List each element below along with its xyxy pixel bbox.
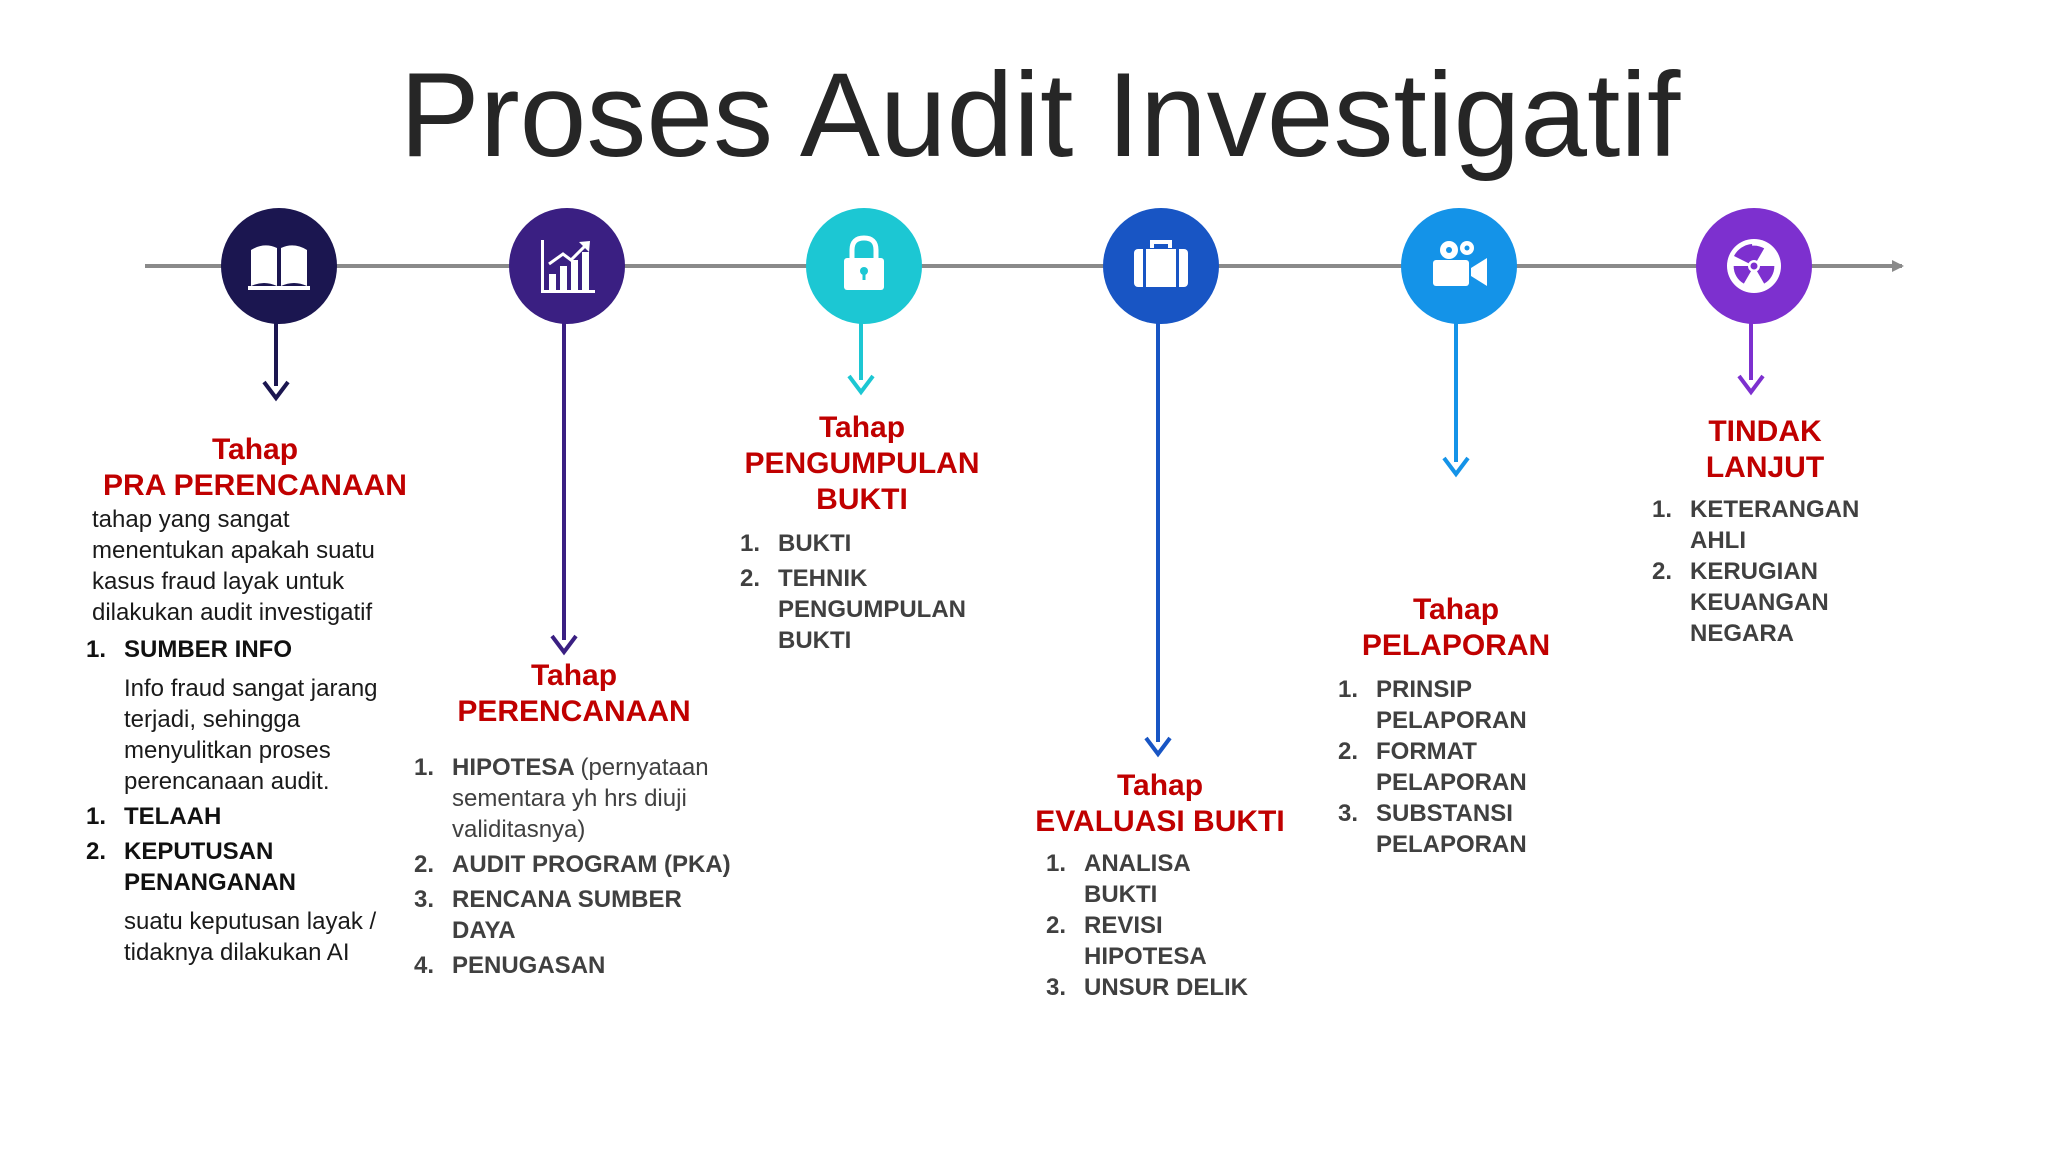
book-icon	[248, 245, 310, 290]
list-item: 1. BUKTI	[740, 530, 852, 557]
lock-icon	[844, 235, 884, 290]
stage-1-heading: Tahap PRA PERENCANAAN	[90, 432, 420, 504]
list-item: 2. FORMAT PELAPORAN	[1338, 736, 1598, 798]
list-item-detail: suatu keputusan layak / tidaknya dilakuk…	[124, 908, 377, 966]
arrowhead-stage-1	[262, 380, 290, 402]
list-item-label: SUMBER INFO	[124, 636, 292, 663]
list-item-label: AUDIT PROGRAM (PKA)	[452, 851, 731, 878]
list-item: 2. AUDIT PROGRAM (PKA)	[414, 851, 731, 878]
arrowhead-stage-3	[847, 374, 875, 396]
list-item: 1. PRINSIP PELAPORAN	[1338, 674, 1598, 736]
stage-2-list: 1. HIPOTESA (pernyataan sementara yh hrs…	[414, 752, 744, 981]
stage-6-heading-line2: LANJUT	[1705, 451, 1825, 484]
stage-2-heading-line2: PERENCANAAN	[457, 695, 691, 728]
list-item: 2. KERUGIAN KEUANGAN NEGARA	[1652, 556, 1912, 649]
page-title: Proses Audit Investigatif	[399, 48, 1681, 182]
stage-5-heading-line1: Tahap	[1412, 593, 1500, 626]
list-item-label: FORMAT PELAPORAN	[1376, 738, 1527, 796]
stage-3-heading-line2: PENGUMPULAN	[744, 447, 980, 480]
list-item-label: ANALISA BUKTI	[1084, 850, 1190, 908]
list-item: 1. KETERANGAN AHLI	[1652, 494, 1912, 556]
arrowhead-stage-6	[1737, 374, 1765, 396]
list-item: 3. UNSUR DELIK	[1046, 974, 1249, 1001]
list-item: 2. KEPUTUSAN PENANGANAN suatu keputusan …	[86, 836, 416, 968]
stage-1-description: tahap yang sangat menentukan apakah suat…	[92, 506, 375, 626]
list-item-label: UNSUR DELIK	[1084, 974, 1249, 1001]
stage-6-heading-line1: TINDAK	[1708, 415, 1822, 448]
stage-3-heading-line1: Tahap	[818, 411, 906, 444]
stage-5-heading: Tahap PELAPORAN	[1306, 592, 1606, 664]
briefcase-icon	[1134, 240, 1188, 287]
list-item: 3. SUBSTANSI PELAPORAN	[1338, 798, 1598, 860]
list-item: 1. ANALISA BUKTI	[1046, 848, 1306, 910]
list-item: 1. HIPOTESA (pernyataan sementara yh hrs…	[414, 754, 709, 843]
list-item: 1. TELAAH	[86, 803, 222, 830]
arrowhead-stage-5	[1442, 456, 1470, 478]
list-item: 4. PENUGASAN	[414, 952, 606, 979]
list-item-detail: Info fraud sangat jarang terjadi, sehing…	[124, 675, 378, 795]
list-item-label: RENCANA SUMBER DAYA	[452, 886, 682, 944]
list-item-label: PRINSIP PELAPORAN	[1376, 676, 1527, 734]
list-item-label: SUBSTANSI PELAPORAN	[1376, 800, 1527, 858]
list-item-label: REVISI HIPOTESA	[1084, 912, 1207, 970]
list-item: 1. SUMBER INFO Info fraud sangat jarang …	[86, 634, 416, 797]
stage-3-list: 1. BUKTI 2. TEHNIK PENGUMPULAN BUKTI	[740, 528, 1000, 656]
arrowhead-stage-2	[550, 634, 578, 656]
list-item-label: KEPUTUSAN PENANGANAN	[124, 838, 297, 896]
stage-2-heading: Tahap PERENCANAAN	[424, 658, 724, 730]
list-item: 3. RENCANA SUMBER DAYA	[414, 884, 744, 946]
list-item-label: TEHNIK PENGUMPULAN BUKTI	[778, 565, 967, 654]
list-item-label: BUKTI	[778, 530, 852, 557]
video-camera-icon	[1433, 241, 1487, 286]
chart-growth-icon	[541, 240, 595, 293]
stage-4-list: 1. ANALISA BUKTI 2. REVISI HIPOTESA 3. U…	[1046, 848, 1306, 1003]
list-item: 2. REVISI HIPOTESA	[1046, 910, 1306, 972]
stage-1-heading-line2: PRA PERENCANAAN	[103, 469, 407, 502]
stage-2-heading-line1: Tahap	[530, 659, 618, 692]
stage-4-heading-line2: EVALUASI BUKTI	[1035, 805, 1285, 838]
stage-4-heading-line1: Tahap	[1116, 769, 1204, 802]
stage-1-node	[221, 208, 337, 324]
list-item-label: PENUGASAN	[452, 952, 606, 979]
stage-3-heading: Tahap PENGUMPULAN BUKTI	[712, 410, 1012, 518]
stage-1-heading-line1: Tahap	[211, 433, 299, 466]
stage-6-heading: TINDAK LANJUT	[1620, 414, 1910, 486]
arrowhead-stage-4	[1144, 736, 1172, 758]
stage-3-heading-line3: BUKTI	[816, 483, 908, 516]
list-item-label: KERUGIAN KEUANGAN NEGARA	[1690, 558, 1829, 647]
list-item-label: TELAAH	[124, 803, 222, 830]
stage-5-list: 1. PRINSIP PELAPORAN 2. FORMAT PELAPORAN…	[1338, 674, 1598, 860]
radiation-icon	[1727, 239, 1781, 293]
list-item-label: HIPOTESA	[452, 754, 574, 781]
stage-4-heading: Tahap EVALUASI BUKTI	[1010, 768, 1310, 840]
stage-1-list: 1. SUMBER INFO Info fraud sangat jarang …	[86, 634, 416, 972]
list-item-note: (pernyataan sementara yh hrs diuji valid…	[452, 754, 709, 843]
stage-6-list: 1. KETERANGAN AHLI 2. KERUGIAN KEUANGAN …	[1652, 494, 1912, 649]
stage-5-heading-line2: PELAPORAN	[1361, 629, 1551, 662]
list-item: 2. TEHNIK PENGUMPULAN BUKTI	[740, 563, 1000, 656]
list-item-label: KETERANGAN AHLI	[1690, 496, 1860, 554]
